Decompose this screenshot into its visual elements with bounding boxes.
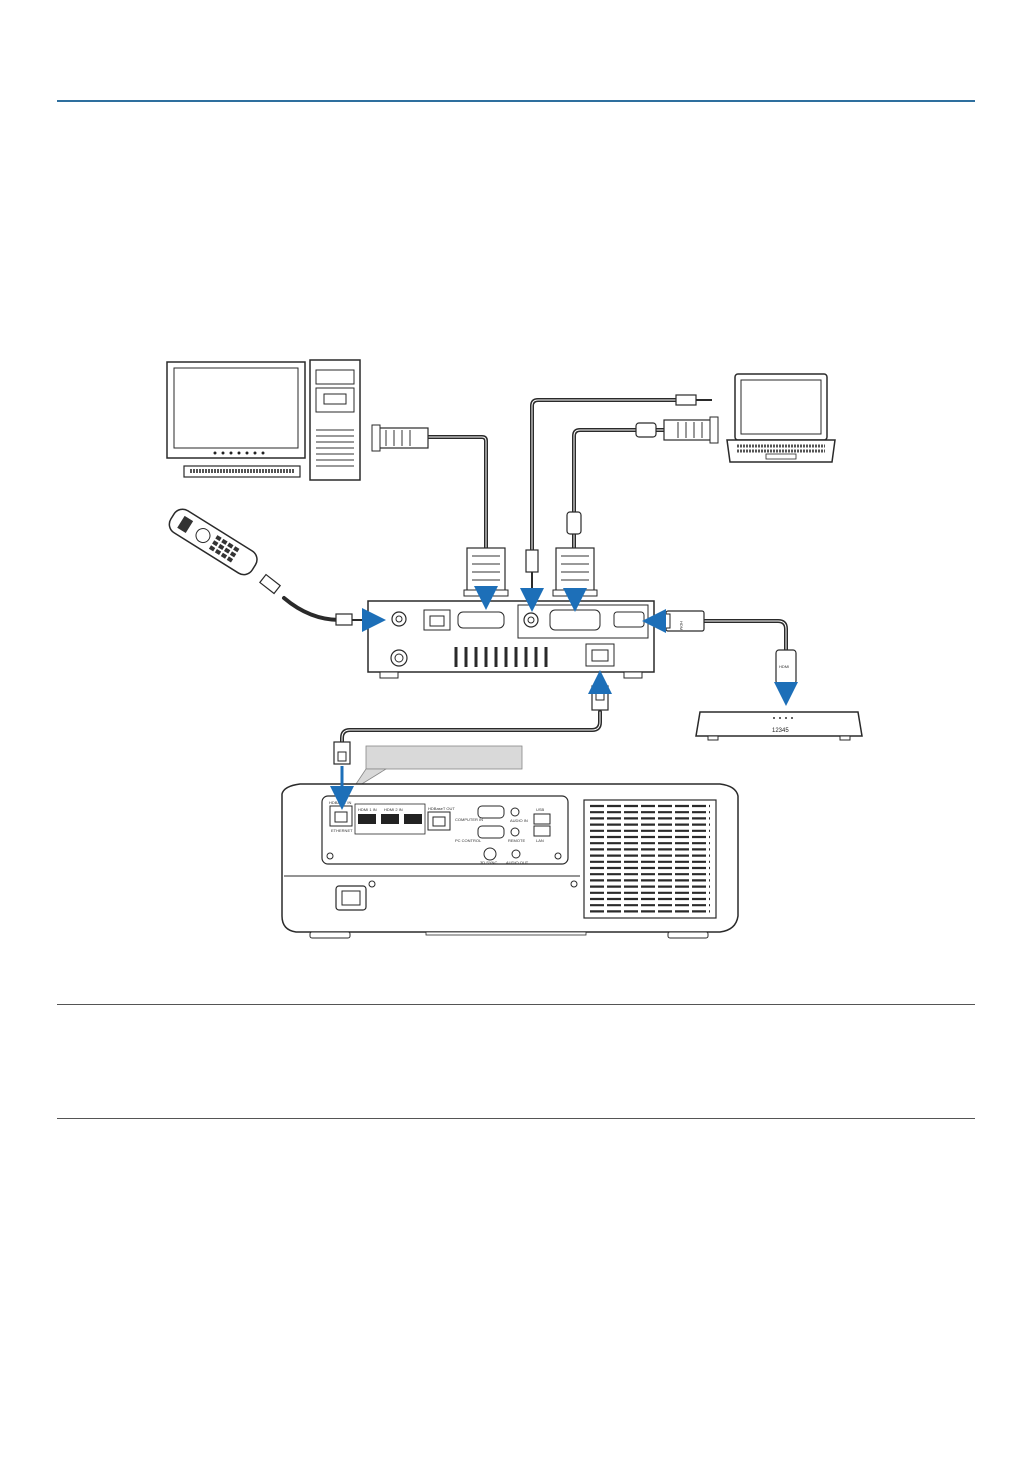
vga-connector-icon — [463, 547, 509, 597]
hdmi-plug-icon: HDMI — [663, 610, 705, 632]
section-divider-lower — [57, 1118, 975, 1119]
top-accent-rule — [57, 100, 975, 102]
hdmi2-label: HDMI 2 IN — [384, 807, 403, 812]
pc-control-label: PC CONTROL — [455, 838, 482, 843]
audio-in-label: AUDIO IN — [510, 818, 528, 823]
remote-label: REMOTE — [508, 838, 525, 843]
lan-label: LAN — [536, 838, 544, 843]
vga-connector-icon — [371, 424, 429, 452]
hdbaset-transmitter-icon — [367, 600, 655, 679]
desktop-computer-icon — [166, 359, 361, 481]
vga-connector-icon — [663, 416, 719, 444]
ethernet-label: ETHERNET — [331, 828, 353, 833]
vga-connector-icon — [552, 547, 598, 597]
hdbaset-in-label: HDBaseT IN — [329, 800, 351, 805]
ferrite-core — [566, 511, 582, 535]
media-player-icon: 12345 — [695, 711, 863, 741]
computer-in-label: COMPUTER IN — [455, 817, 483, 822]
pc-serial-cable — [426, 435, 488, 550]
3d-sync-label: 3D SYNC — [480, 860, 497, 865]
hdmi-cable — [702, 619, 788, 652]
hdmi-plug-label: HDMI — [679, 621, 684, 631]
ferrite-core — [635, 422, 657, 438]
lan-plug-icon — [333, 741, 351, 765]
projector-rear-panel-icon: HDBaseT IN ETHERNET HDMI 1 IN HDMI 2 IN … — [281, 783, 739, 939]
audio-plug-icon — [525, 549, 539, 590]
audio-plug-icon — [335, 613, 366, 626]
usb-label: USB — [536, 807, 545, 812]
remote-cable — [282, 596, 342, 622]
audio-plug-icon — [259, 573, 282, 595]
lan-plug-icon — [591, 685, 609, 711]
audio-plug-icon — [675, 394, 712, 406]
section-divider-upper — [57, 1004, 975, 1005]
hdbaset-out-label: HDBaseT OUT — [428, 806, 455, 811]
audio-out-label: AUDIO OUT — [506, 860, 529, 865]
hdmi-plug-label: HDMI — [779, 664, 789, 669]
remote-control-icon — [168, 508, 258, 576]
vga-cable — [572, 428, 666, 550]
hdmi-plug-icon: HDMI — [775, 649, 797, 685]
hdbaset-lan-cable — [340, 710, 602, 744]
laptop-icon — [726, 373, 836, 463]
audio-cable — [530, 398, 680, 552]
hdmi1-label: HDMI 1 IN — [358, 807, 377, 812]
connection-diagram: HDMI HDMI — [166, 359, 863, 939]
media-box-brand: 12345 — [772, 728, 789, 734]
